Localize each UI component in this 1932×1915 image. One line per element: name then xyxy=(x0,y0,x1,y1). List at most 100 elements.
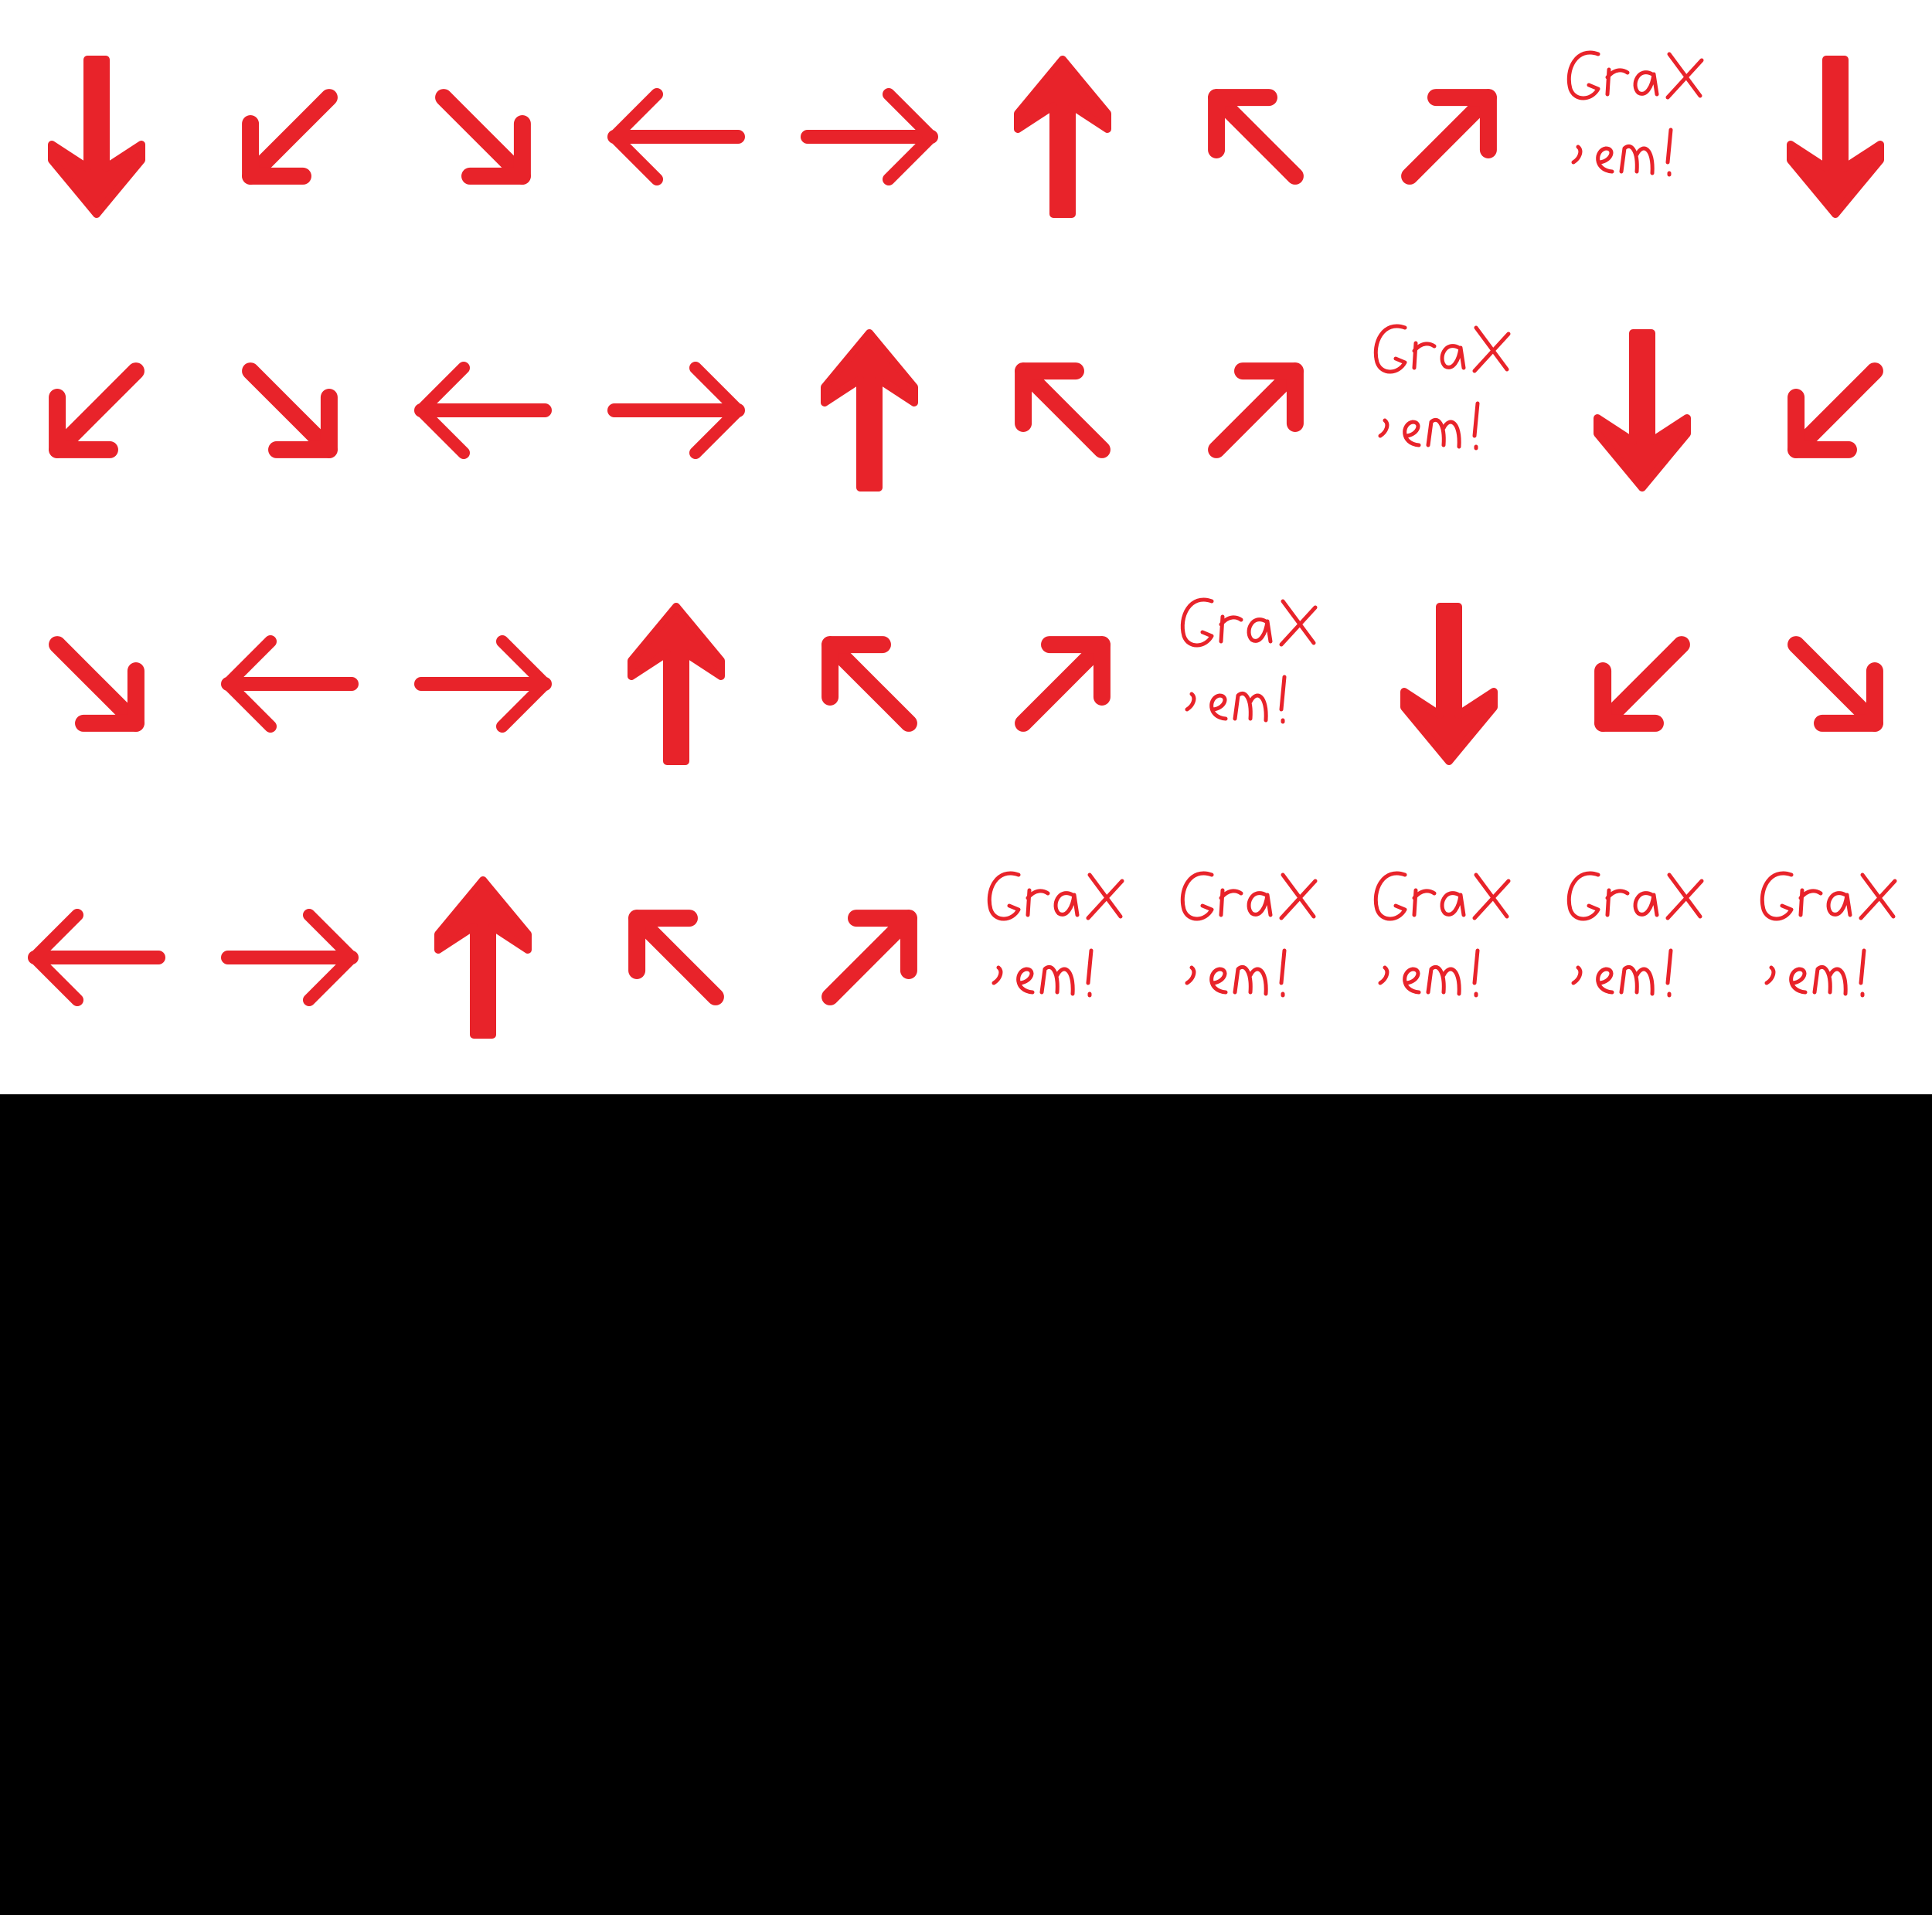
arrow-head xyxy=(49,389,118,458)
arrow-up-icon xyxy=(1014,56,1111,218)
arrow-head xyxy=(268,389,338,458)
sprite-cell xyxy=(1546,821,1739,1094)
handwriting-stroke xyxy=(1209,693,1228,721)
handwriting-stroke xyxy=(1233,691,1268,723)
arrow-head xyxy=(1787,389,1857,458)
grab-em-handwriting-icon xyxy=(987,871,1124,998)
arrow-right-icon xyxy=(607,362,745,459)
arrow-up-icon xyxy=(434,876,532,1039)
sprite-cell xyxy=(193,0,386,274)
grab-em-handwriting-icon xyxy=(1566,871,1704,998)
handwriting-stroke xyxy=(1412,341,1437,370)
sprite-cell xyxy=(0,0,193,274)
sprite-cell xyxy=(0,821,193,1094)
sprite-cell xyxy=(386,547,580,821)
arrow-head xyxy=(608,88,663,185)
handwriting-stroke xyxy=(1016,967,1035,995)
arrow-down-right-icon xyxy=(435,89,531,185)
sprite-cell xyxy=(1739,0,1932,274)
handwriting-stroke xyxy=(1571,965,1583,985)
arrow-body xyxy=(821,329,918,492)
handwriting-stroke xyxy=(1426,417,1461,449)
handwriting-stroke xyxy=(987,871,1021,921)
arrow-head xyxy=(1427,89,1497,158)
arrow-shaft xyxy=(242,362,338,458)
arrow-head xyxy=(689,362,744,459)
arrow-left-icon xyxy=(607,88,745,185)
arrow-up-icon xyxy=(821,329,918,492)
sprite-cell xyxy=(1739,547,1932,821)
sprite-cell xyxy=(193,547,386,821)
sprite-cell xyxy=(1159,274,1352,547)
arrow-up-left-icon xyxy=(1208,89,1304,185)
grab-em-handwriting-icon xyxy=(1373,871,1511,998)
handwriting-stroke xyxy=(1633,891,1659,917)
handwriting-stroke xyxy=(1472,325,1511,373)
arrow-head xyxy=(883,88,937,185)
arrow-right-icon xyxy=(801,88,938,185)
handwriting-stroke xyxy=(992,965,1003,985)
arrow-head xyxy=(75,662,145,732)
arrow-down-left-icon xyxy=(49,362,145,458)
arrow-head xyxy=(242,115,311,185)
arrow-up-left-icon xyxy=(821,636,917,732)
sprite-row xyxy=(0,0,1932,274)
sprite-cell xyxy=(0,547,193,821)
handwriting-stroke xyxy=(1279,872,1318,920)
arrow-down-icon xyxy=(1400,603,1498,765)
handwriting-stroke xyxy=(1596,146,1614,174)
grab-em-handwriting-icon xyxy=(1180,871,1318,998)
arrow-body xyxy=(1014,56,1111,218)
arrow-head xyxy=(496,635,551,733)
handwriting-stroke xyxy=(1665,872,1704,920)
handwriting-stroke xyxy=(1180,597,1214,648)
sprite-cell xyxy=(1159,547,1352,821)
sprite-cell xyxy=(966,821,1159,1094)
arrow-up-icon xyxy=(821,329,918,492)
sprite-cell xyxy=(386,821,580,1094)
grab-em-handwriting-icon xyxy=(1373,871,1511,998)
handwriting-stroke xyxy=(1571,145,1583,165)
handwriting-stroke xyxy=(1789,967,1808,995)
arrow-shaft xyxy=(435,89,531,185)
arrow-up-right-icon xyxy=(1208,362,1304,458)
arrow-left-icon xyxy=(221,635,359,733)
handwriting-stroke xyxy=(1440,344,1466,370)
arrow-down-icon xyxy=(1787,56,1884,218)
arrow-head xyxy=(29,909,83,1006)
arrow-down-left-icon xyxy=(1787,362,1883,458)
handwriting-stroke xyxy=(1566,871,1600,921)
arrow-shaft xyxy=(1401,89,1497,185)
grab-em-handwriting-icon xyxy=(1566,871,1704,998)
handwriting-stroke xyxy=(1812,964,1848,996)
arrow-down-right-icon xyxy=(49,636,145,732)
handwriting-stroke xyxy=(1373,324,1407,374)
handwriting-stroke xyxy=(1605,888,1630,917)
sprite-cell xyxy=(193,821,386,1094)
sprite-cell xyxy=(193,274,386,547)
arrow-up-icon xyxy=(628,603,725,765)
handwriting-stroke xyxy=(1764,965,1776,985)
arrow-right-icon xyxy=(801,88,938,185)
arrow-head xyxy=(1041,636,1111,706)
handwriting-stroke xyxy=(1247,617,1273,644)
handwriting-stroke xyxy=(1378,418,1389,438)
arrow-up-left-icon xyxy=(628,910,724,1005)
sprite-cell xyxy=(1739,274,1932,547)
arrow-down-right-icon xyxy=(1787,636,1883,732)
handwriting-stroke xyxy=(1219,614,1243,644)
handwriting-stroke xyxy=(1426,964,1461,996)
sprite-cell xyxy=(1159,0,1352,274)
handwriting-stroke xyxy=(1859,872,1897,920)
arrow-up-right-icon xyxy=(1401,89,1497,185)
arrow-up-left-icon xyxy=(628,910,724,1005)
arrow-down-right-icon xyxy=(1787,636,1883,732)
sprite-cell xyxy=(0,274,193,547)
handwriting-stroke xyxy=(1373,871,1407,921)
arrow-shaft xyxy=(49,362,145,458)
arrow-up-right-icon xyxy=(1401,89,1497,185)
arrow-down-left-icon xyxy=(1787,362,1883,458)
sprite-cell xyxy=(1546,0,1739,274)
handwriting-stroke xyxy=(1403,420,1421,447)
sprite-cell xyxy=(386,0,580,274)
